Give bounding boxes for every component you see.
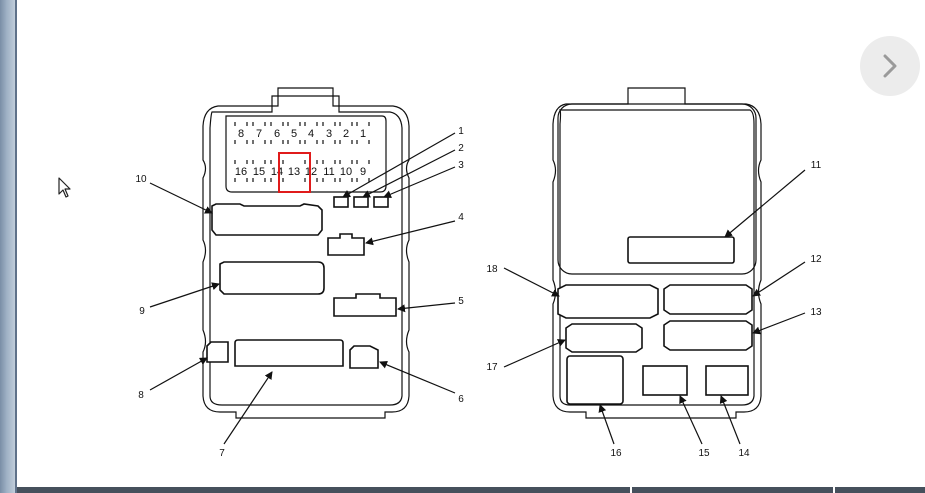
fuse-label: 3 bbox=[326, 128, 332, 140]
fuse-row-bottom: 16 15 14 13 12 11 10 9 bbox=[234, 160, 370, 182]
callout-11: 11 bbox=[811, 160, 822, 171]
left-box-outline bbox=[202, 87, 410, 419]
callout-13: 13 bbox=[810, 307, 822, 318]
callout-10: 10 bbox=[135, 174, 147, 185]
callout-6: 6 bbox=[458, 394, 464, 405]
left-callout-labels: 1 2 3 4 5 6 7 8 9 10 bbox=[135, 126, 464, 459]
fuse-label: 8 bbox=[238, 128, 244, 140]
callout-9: 9 bbox=[139, 306, 145, 317]
fuse-label: 16 bbox=[235, 166, 247, 178]
callout-12: 12 bbox=[810, 254, 822, 265]
right-fuse-box bbox=[552, 87, 762, 419]
fuse-label: 6 bbox=[274, 128, 280, 140]
bottom-bar bbox=[17, 487, 925, 493]
left-leader-lines bbox=[149, 132, 456, 445]
callout-1: 1 bbox=[458, 126, 464, 137]
chevron-right-icon bbox=[883, 54, 897, 78]
callout-2: 2 bbox=[458, 143, 464, 154]
left-fuse-box: 8 7 6 5 4 3 2 1 16 15 14 13 12 bbox=[202, 87, 410, 419]
fuse-label: 1 bbox=[360, 128, 366, 140]
fuse-label: 5 bbox=[291, 128, 297, 140]
fuse-row-top: 8 7 6 5 4 3 2 1 bbox=[234, 122, 370, 144]
fuse-label: 15 bbox=[253, 166, 265, 178]
window-left-edge bbox=[0, 0, 17, 493]
right-callout-labels: 11 12 13 14 15 16 17 18 bbox=[486, 160, 822, 459]
callout-3: 3 bbox=[458, 160, 464, 171]
callout-18: 18 bbox=[486, 264, 498, 275]
fuse-label: 11 bbox=[323, 166, 334, 178]
fuse-label: 4 bbox=[308, 128, 314, 140]
callout-5: 5 bbox=[458, 296, 464, 307]
fuse-label: 9 bbox=[360, 166, 366, 178]
callout-16: 16 bbox=[610, 448, 622, 459]
next-button[interactable] bbox=[860, 36, 920, 96]
callout-14: 14 bbox=[738, 448, 750, 459]
callout-7: 7 bbox=[219, 448, 225, 459]
fuse-label: 10 bbox=[340, 166, 352, 178]
fuse-label: 2 bbox=[343, 128, 349, 140]
callout-4: 4 bbox=[458, 212, 464, 223]
callout-8: 8 bbox=[138, 390, 144, 401]
fuse-label-highlighted: 13 bbox=[288, 166, 300, 178]
fuse-label: 7 bbox=[256, 128, 262, 140]
callout-17: 17 bbox=[486, 362, 498, 373]
right-leader-lines bbox=[503, 169, 806, 445]
callout-15: 15 bbox=[698, 448, 710, 459]
fuse-label: 14 bbox=[271, 166, 283, 178]
right-box-outline bbox=[552, 87, 762, 419]
fuse-13-highlight bbox=[278, 152, 311, 193]
arrow-pointer-icon bbox=[58, 177, 71, 198]
